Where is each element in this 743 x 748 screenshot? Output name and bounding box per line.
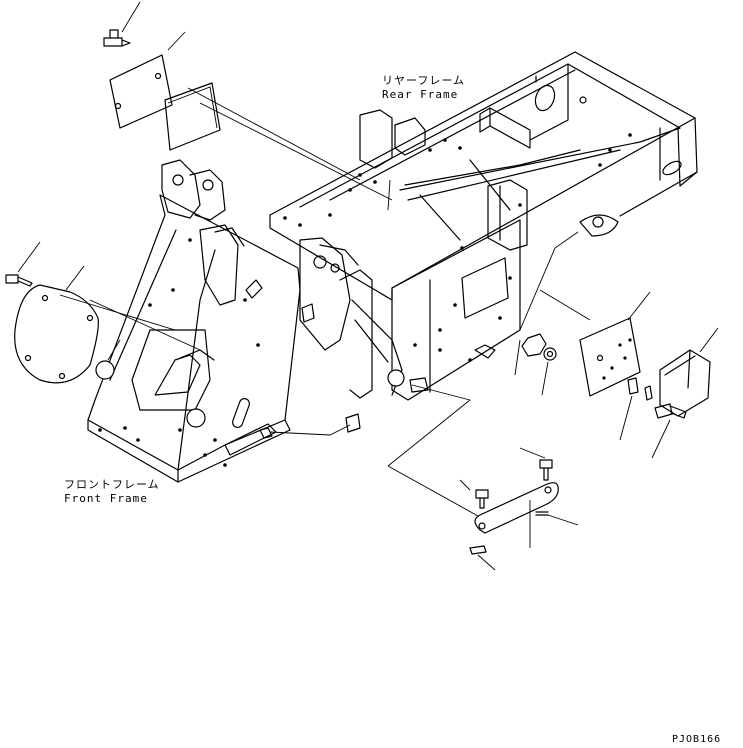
drawing-code: PJOB166 bbox=[672, 734, 722, 745]
front-frame-label-jp: フロントフレーム bbox=[64, 478, 160, 491]
front-frame-label-en: Front Frame bbox=[64, 492, 148, 505]
rear-frame bbox=[269, 51, 698, 401]
rear-frame-label-en: Rear Frame bbox=[382, 88, 459, 101]
exploded-parts bbox=[5, 29, 711, 555]
front-frame bbox=[87, 159, 405, 483]
leader-lines bbox=[17, 1, 719, 571]
rear-frame-label-jp: リヤーフレーム bbox=[382, 74, 466, 87]
